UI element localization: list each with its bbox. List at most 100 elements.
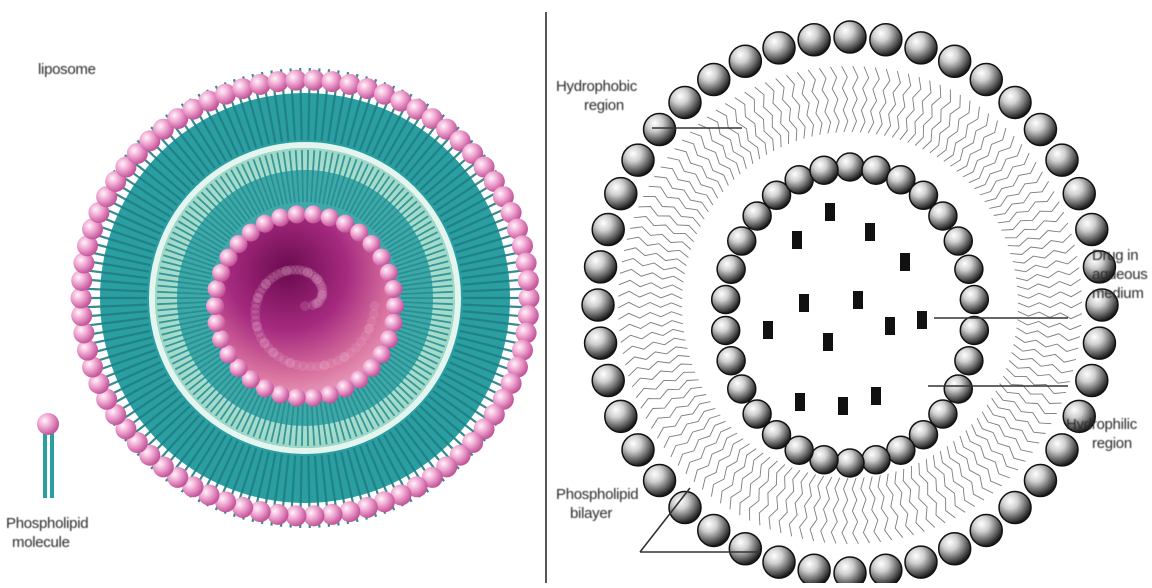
lipid-tail [1003,376,1061,404]
drug-label-line3: medium [1092,284,1147,303]
lipid-tail [632,364,692,387]
lipid-tail [861,477,870,543]
lipid-tail [1017,320,1081,330]
outer-head [304,505,325,526]
drug-particle-icon [917,311,927,329]
hydrophobic-region-label: Hydrophobic region [556,77,637,115]
liposome-title: liposome [38,60,96,79]
drug-particle-icon [871,387,881,405]
inner-head [212,330,230,348]
outer-head [339,74,360,95]
core-speckle [364,324,374,334]
lipid-tail [634,217,694,242]
outer-head-bead [905,32,937,64]
core-speckle [339,352,349,362]
outer-head-bead [1076,213,1108,245]
drug-particle-icon [885,317,895,335]
outer-head-bead [1024,465,1056,497]
outer-head [250,501,271,522]
outer-head-bead [939,533,971,565]
outer-head-bead [622,434,654,466]
lipid-tail [972,424,1018,470]
outer-head-bead [729,533,761,565]
outer-head-bead [834,557,866,583]
inner-head [304,389,322,407]
outer-head-bead [605,400,637,432]
bilayer-label-line1: Phospholipid [556,485,638,504]
inner-head-bead [887,436,915,464]
lipid-tail [800,474,816,539]
label-leader-lines [640,128,1068,552]
outer-head-bead [1063,178,1095,210]
core-speckle [285,358,295,368]
lipid-tail [750,461,778,521]
lipid-tail [638,207,696,235]
inner-head-bead [728,227,756,255]
inner-head-bead [717,347,745,375]
outer-head-bead [622,144,654,176]
outer-head [339,501,360,522]
outer-head-bead [729,45,761,77]
inner-head-bead [960,286,988,314]
lipid-tail [618,291,682,298]
lipid-tail [915,85,941,146]
outer-head-bead [939,45,971,77]
bilayer-vesicle-illustration [582,21,1118,583]
outer-head [232,78,253,99]
lipid-tail [908,81,931,143]
lipid-tail [869,477,880,542]
inner-head-bead [960,316,988,344]
lipid-tail [623,338,686,354]
hydrophilic-label-line1: Hydrophilic [1066,415,1137,434]
lipid-tail [769,468,792,530]
inner-head-bead [955,347,983,375]
lipid-tail [682,140,728,186]
lipid-tail [1000,384,1057,414]
outer-head [518,270,539,291]
lipid-tail [969,136,1014,183]
inner-head-bead [944,375,972,403]
inner-head [206,297,224,315]
outer-head-bead [1024,113,1056,145]
core-speckle [260,338,270,348]
inner-head-bead [955,255,983,283]
drug-particle-icon [838,397,848,415]
outer-head [267,71,288,92]
inner-leaflet-heads [712,153,989,477]
lipid-tail [619,280,683,290]
inner-head-bead [728,375,756,403]
inner-head-bead [944,227,972,255]
lipid-tail [675,149,723,192]
inner-head-bead [712,316,740,344]
core-speckle [317,290,327,300]
core-speckle [312,275,322,285]
outer-head-bead [970,514,1002,546]
lipid-tail [994,181,1049,215]
lipid-tail [842,478,848,544]
drug-particle-icon [823,333,833,351]
outer-head-bead [644,113,676,145]
inner-head [208,314,226,332]
outer-head-bead [798,554,830,583]
lipid-tail [963,128,1006,177]
hydrophilic-label-line2: region [1066,434,1137,453]
outer-head-bead [1076,365,1108,397]
inner-head [321,209,339,227]
phospholipid-label-line2: molecule [6,533,88,552]
lipid-tail [745,92,774,151]
drug-particle-icon [900,253,910,271]
lipid-tail [852,66,858,132]
lipid-tail [842,66,848,132]
hydrophilic-region-label: Hydrophilic region [1066,415,1137,453]
lipid-tail [1015,336,1078,351]
core-speckle [282,266,292,276]
outer-head-bead [905,546,937,578]
outer-head [285,70,306,91]
lipid-tail [876,69,890,134]
lipid-tail [621,329,684,342]
core-speckle [250,310,260,320]
outer-head-bead [834,21,866,53]
core-speckle [252,321,262,331]
lipid-tail [1016,268,1079,281]
outer-head [322,504,343,525]
